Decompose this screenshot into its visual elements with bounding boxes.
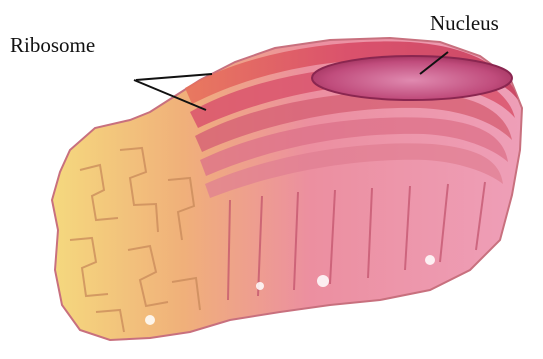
nucleus-shape (312, 56, 512, 100)
nucleus-label: Nucleus (430, 11, 499, 35)
ribosome-label: Ribosome (10, 33, 95, 57)
